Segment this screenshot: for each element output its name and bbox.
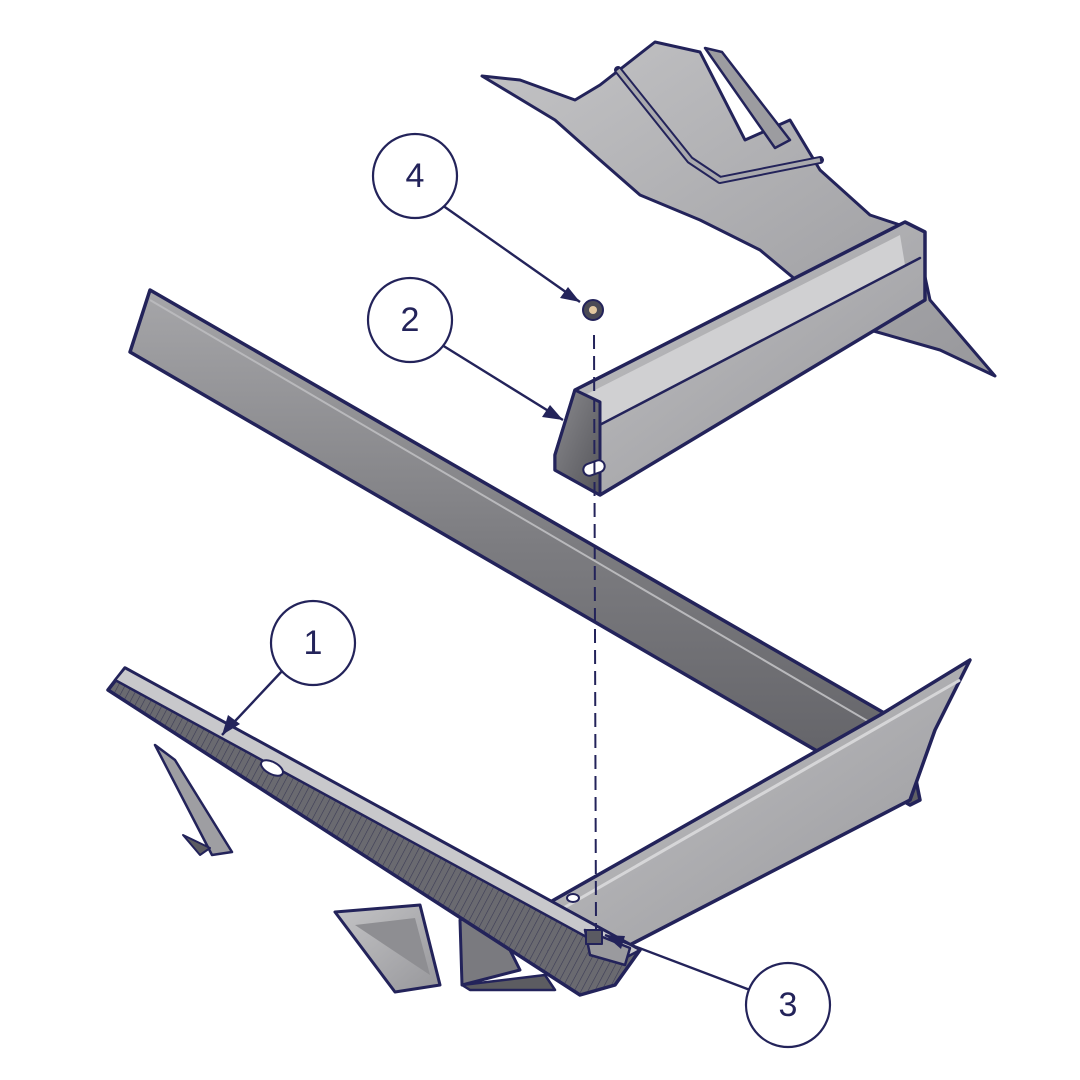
leader-line-4 xyxy=(441,204,581,303)
leader-line-2 xyxy=(441,343,564,422)
upper-frame-part xyxy=(480,40,997,497)
callout-2: 2 xyxy=(366,276,454,364)
assembly-centerline xyxy=(593,334,597,931)
leader-arrow-3 xyxy=(605,935,625,949)
leader-line-3 xyxy=(604,933,751,992)
leader-arrow-2 xyxy=(542,405,563,420)
long-diagonal-beam xyxy=(128,288,922,807)
fastener-seat xyxy=(585,929,603,945)
callout-1-label: 1 xyxy=(304,624,323,662)
leader-arrow-4 xyxy=(560,287,580,302)
lower-frame-part xyxy=(106,658,972,997)
callout-1: 1 xyxy=(269,599,357,687)
fastener-part xyxy=(582,299,604,321)
leader-arrow-1 xyxy=(222,715,240,735)
callout-2-label: 2 xyxy=(401,301,420,339)
callout-3-label: 3 xyxy=(779,986,798,1024)
callout-4-label: 4 xyxy=(406,157,425,195)
callout-3: 3 xyxy=(744,961,832,1049)
callout-4: 4 xyxy=(371,132,459,220)
